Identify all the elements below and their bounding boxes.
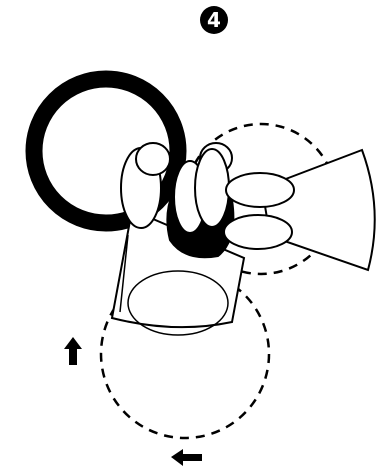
arrow-left-icon — [171, 449, 202, 466]
right-hand-index-finger — [195, 149, 229, 227]
right-hand-finger-lower — [224, 215, 292, 249]
right-hand-finger-upper — [226, 173, 294, 207]
step-number: 4 — [207, 8, 221, 32]
right-hand-forearm-cone — [262, 150, 375, 270]
step-badge: 4 — [200, 6, 228, 34]
left-hand-finger-top — [136, 143, 170, 175]
arrow-up-icon — [64, 337, 82, 365]
right-hand — [167, 143, 374, 270]
